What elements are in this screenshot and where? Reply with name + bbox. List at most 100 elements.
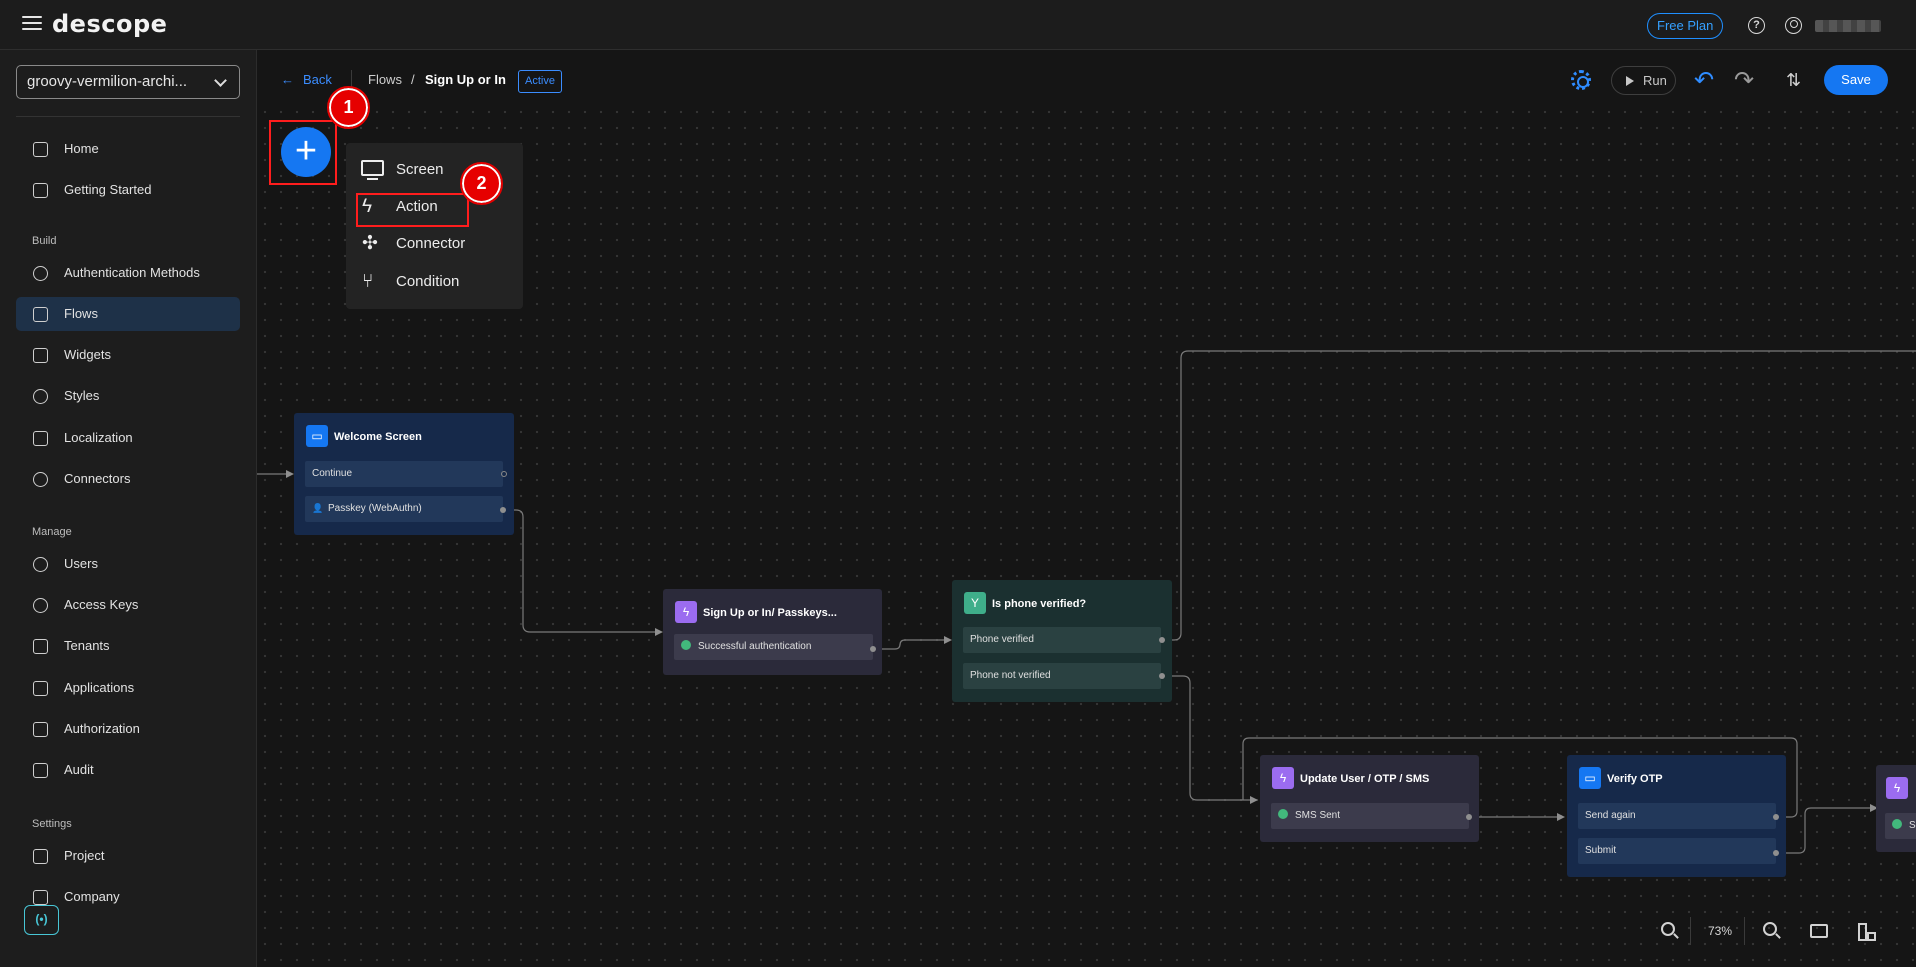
help-icon[interactable]: ? (1748, 17, 1765, 34)
node-update-user-otp-sms[interactable]: ϟ Update User / OTP / SMS SMS Sent (1260, 755, 1479, 842)
sidebar-item-label: Home (64, 141, 99, 156)
zoom-divider (1744, 917, 1745, 945)
lightning-icon: ϟ (362, 196, 373, 217)
project-select[interactable]: groovy-vermilion-archi... (16, 65, 240, 99)
auto-layout-icon[interactable] (1858, 923, 1876, 941)
menu-item-action[interactable]: ϟ Action (346, 189, 523, 225)
node-output-row[interactable]: SMS Sent (1271, 803, 1469, 829)
zoom-divider (1690, 917, 1691, 945)
menu-item-screen[interactable]: Screen (346, 152, 523, 188)
node-output-row[interactable]: Phone verified (963, 627, 1161, 653)
zoom-in-icon[interactable] (1763, 922, 1777, 936)
output-port[interactable] (1466, 814, 1472, 820)
sidebar-item-access-keys[interactable]: Access Keys (16, 588, 240, 622)
fit-view-icon[interactable] (1810, 924, 1828, 938)
output-port[interactable] (870, 646, 876, 652)
output-port[interactable] (500, 507, 506, 513)
node-title: Welcome Screen (334, 431, 422, 443)
node-is-phone-verified[interactable]: Y Is phone verified? Phone verified Phon… (952, 580, 1172, 702)
gear-icon[interactable] (1571, 70, 1591, 90)
row-label: Submit (1585, 845, 1617, 856)
sidebar-item-audit[interactable]: Audit (16, 753, 240, 787)
free-plan-button[interactable]: Free Plan (1647, 13, 1724, 39)
chat-support-icon[interactable]: (•) (24, 905, 59, 935)
branch-icon: Y (964, 592, 986, 614)
output-port[interactable] (1159, 673, 1165, 679)
menu-item-label: Action (396, 198, 438, 215)
menu-item-connector[interactable]: ✣ Connector (346, 226, 523, 262)
sidebar-item-users[interactable]: Users (16, 547, 240, 581)
folder-icon (33, 849, 48, 864)
sidebar-item-flows[interactable]: Flows (16, 297, 240, 331)
output-port[interactable] (1159, 637, 1165, 643)
node-verify-otp[interactable]: ▭ Verify OTP Send again Submit (1567, 755, 1786, 877)
run-button[interactable]: Run (1611, 66, 1676, 95)
menu-item-condition[interactable]: ⑂ Condition (346, 264, 523, 300)
sidebar-item-authentication-methods[interactable]: Authentication Methods (16, 256, 240, 290)
breadcrumb-divider (351, 70, 352, 92)
status-badge: Active (518, 70, 562, 93)
row-label: S (1909, 820, 1916, 831)
logo-text: descope (52, 10, 168, 38)
section-label-build: Build (32, 235, 57, 247)
breadcrumb-flows-link[interactable]: Flows (368, 72, 402, 87)
back-label: Back (303, 72, 332, 87)
redo-icon[interactable]: ↷ (1734, 67, 1755, 94)
zoom-level: 73% (1708, 924, 1733, 938)
import-export-icon[interactable]: ⇅ (1786, 70, 1802, 90)
sidebar-divider (16, 116, 240, 117)
undo-icon[interactable]: ↶ (1694, 67, 1715, 94)
node-output-row[interactable]: 👤Passkey (WebAuthn) (305, 496, 503, 522)
node-output-row[interactable]: Successful authentication (674, 634, 873, 660)
node-title: Update User / OTP / SMS (1300, 773, 1430, 785)
translate-icon (33, 431, 48, 446)
puzzle-icon: ✣ (362, 233, 378, 254)
node-output-row[interactable]: Send again (1578, 803, 1776, 829)
node-title: Verify OTP (1607, 773, 1663, 785)
output-port[interactable] (1773, 814, 1779, 820)
sidebar-item-company[interactable]: Company (16, 880, 240, 914)
zoom-out-icon[interactable] (1661, 922, 1675, 936)
descope-logo[interactable]: descope (52, 10, 167, 38)
sidebar-item-styles[interactable]: Styles (16, 379, 240, 413)
output-port[interactable] (501, 471, 507, 477)
annotation-badge: 2 (460, 162, 503, 205)
node-welcome-screen[interactable]: ▭ Welcome Screen Continue 👤Passkey (WebA… (294, 413, 514, 535)
node-output-row[interactable]: Continue (305, 461, 503, 487)
save-button[interactable]: Save (1824, 65, 1888, 95)
node-output-row[interactable]: S (1885, 813, 1916, 839)
profile-name-redacted[interactable] (1815, 20, 1881, 32)
row-label: Send again (1585, 810, 1636, 821)
sidebar-item-label: Styles (64, 388, 100, 403)
sidebar-item-tenants[interactable]: Tenants (16, 629, 240, 663)
puzzle-icon (33, 472, 48, 487)
home-icon (33, 142, 48, 157)
sidebar-item-label: Widgets (64, 347, 111, 362)
profile-icon[interactable] (1785, 17, 1802, 34)
node-partial-next-action[interactable]: ϟ S (1876, 765, 1916, 852)
back-button[interactable]: ←Back (281, 72, 332, 87)
output-port[interactable] (1773, 850, 1779, 856)
node-sign-up-or-in-passkeys[interactable]: ϟ Sign Up or In/ Passkeys... Successful … (663, 589, 882, 675)
sidebar-item-getting-started[interactable]: Getting Started (16, 173, 240, 207)
add-element-button[interactable]: + (281, 127, 331, 177)
sidebar-item-authorization[interactable]: Authorization (16, 712, 240, 746)
node-output-row[interactable]: Submit (1578, 838, 1776, 864)
sidebar-item-widgets[interactable]: Widgets (16, 338, 240, 372)
check-circle-icon (1278, 809, 1288, 819)
sidebar-item-localization[interactable]: Localization (16, 421, 240, 455)
sidebar-item-label: Project (64, 848, 105, 863)
widget-icon (33, 348, 48, 363)
section-label-settings: Settings (32, 818, 72, 830)
sidebar-item-connectors[interactable]: Connectors (16, 462, 240, 496)
sidebar-item-applications[interactable]: Applications (16, 671, 240, 705)
menu-item-label: Connector (396, 235, 466, 252)
run-label: Run (1643, 73, 1667, 88)
lightning-icon: ϟ (1272, 767, 1294, 789)
node-output-row[interactable]: Phone not verified (963, 663, 1161, 689)
brush-icon (33, 389, 48, 404)
sidebar-item-project[interactable]: Project (16, 839, 240, 873)
row-label: Phone verified (970, 634, 1034, 645)
sidebar-item-home[interactable]: Home (16, 132, 240, 166)
menu-icon[interactable] (22, 16, 42, 32)
